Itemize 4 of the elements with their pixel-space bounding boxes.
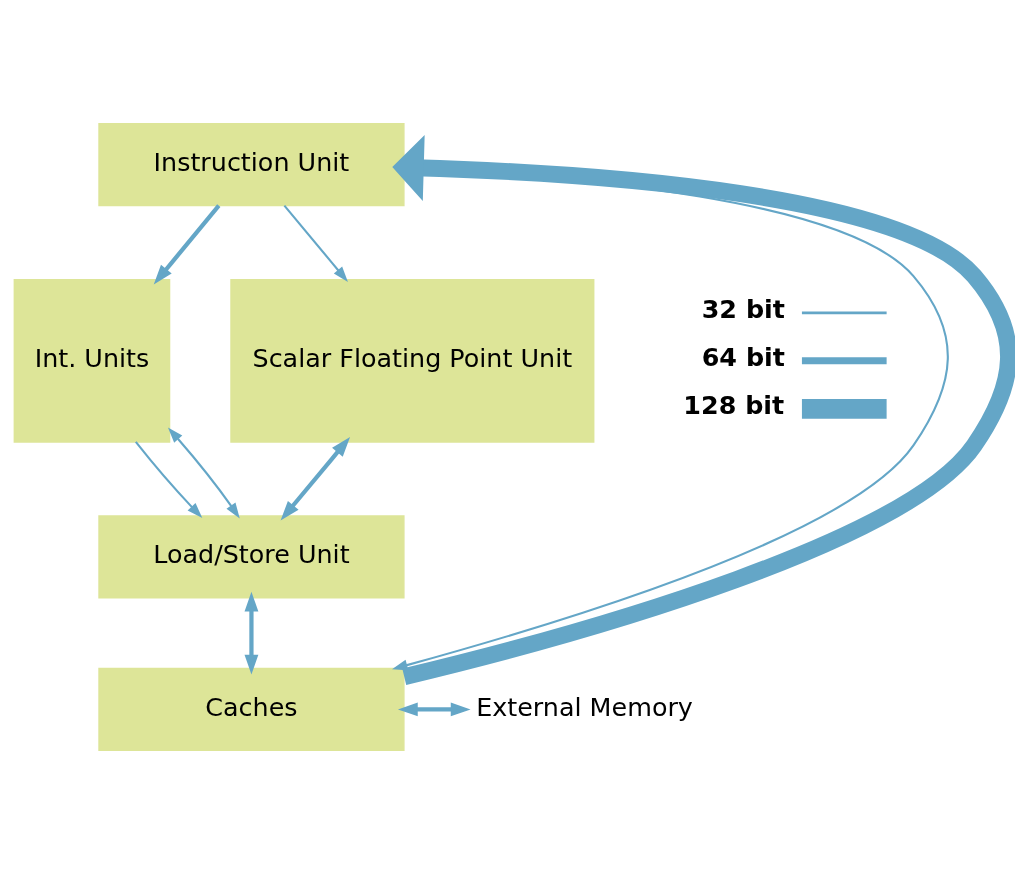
legend-label: 128 bit	[683, 389, 785, 420]
legend-label: 64 bit	[701, 341, 785, 372]
legend-label: 32 bit	[701, 293, 785, 324]
node-text: External Memory	[476, 691, 693, 722]
